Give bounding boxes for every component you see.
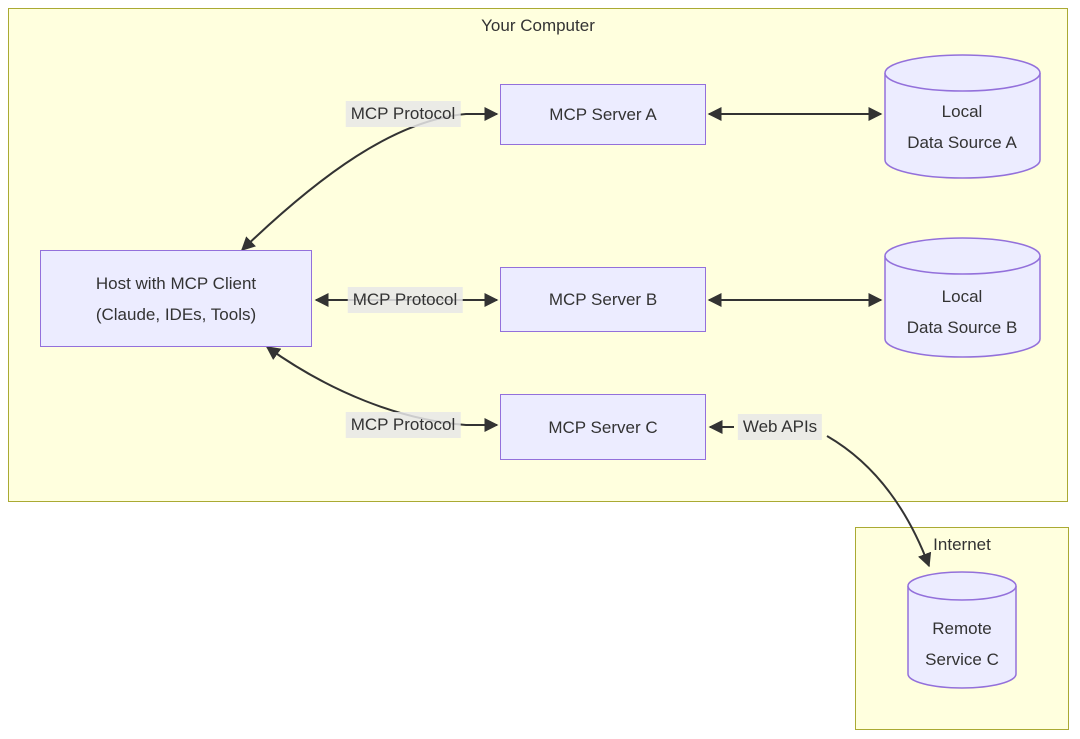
internet-title: Internet <box>933 535 991 554</box>
mcp-server-a-node: MCP Server A <box>500 84 706 145</box>
mcp-server-c-node: MCP Server C <box>500 394 706 460</box>
edge-label-mcp-protocol-a: MCP Protocol <box>345 101 461 127</box>
edge-web-apis-remote-service-c <box>826 435 932 568</box>
mcp-server-b-node: MCP Server B <box>500 267 706 332</box>
host-node-line-2: (Claude, IDEs, Tools) <box>95 304 257 324</box>
remote-service-c-cylinder-top <box>907 571 1017 601</box>
local-data-source-a-label: Local Data Source A <box>907 96 1017 158</box>
host-node-line-1: Host with MCP Client <box>95 273 257 293</box>
host-node: Host with MCP Client (Claude, IDEs, Tool… <box>40 250 312 347</box>
mcp-server-a-label: MCP Server A <box>549 105 657 124</box>
local-data-source-a-cylinder-body <box>884 73 1041 179</box>
local-data-source-a-cylinder <box>884 54 1041 179</box>
edge-label-mcp-protocol-b: MCP Protocol <box>347 287 463 313</box>
edge-label-web-apis: Web APIs <box>737 414 823 440</box>
local-data-source-a-cylinder-top <box>884 54 1041 92</box>
edge-host-server-a <box>240 107 499 251</box>
remote-service-c-label: Remote Service C <box>925 613 999 675</box>
local-data-source-b-line-1: Local <box>941 287 983 306</box>
edge-label-mcp-protocol-c: MCP Protocol <box>345 412 461 438</box>
remote-service-c-cylinder-body <box>907 586 1017 689</box>
your-computer-title: Your Computer <box>481 16 595 35</box>
local-data-source-a-line-1: Local <box>941 102 983 121</box>
local-data-source-b-cylinder-body <box>884 256 1041 358</box>
remote-service-c-line-1: Remote <box>932 619 992 638</box>
mcp-server-c-label: MCP Server C <box>548 417 658 437</box>
local-data-source-b-label: Local Data Source B <box>907 281 1018 343</box>
remote-service-c-cylinder <box>907 571 1017 689</box>
remote-service-c-line-2: Service C <box>925 650 999 669</box>
local-data-source-a-line-2: Data Source A <box>907 133 1017 152</box>
local-data-source-b-cylinder <box>884 237 1041 358</box>
mcp-server-b-label: MCP Server B <box>548 290 658 309</box>
local-data-source-b-line-2: Data Source B <box>906 318 1018 337</box>
local-data-source-b-cylinder-top <box>884 237 1041 275</box>
